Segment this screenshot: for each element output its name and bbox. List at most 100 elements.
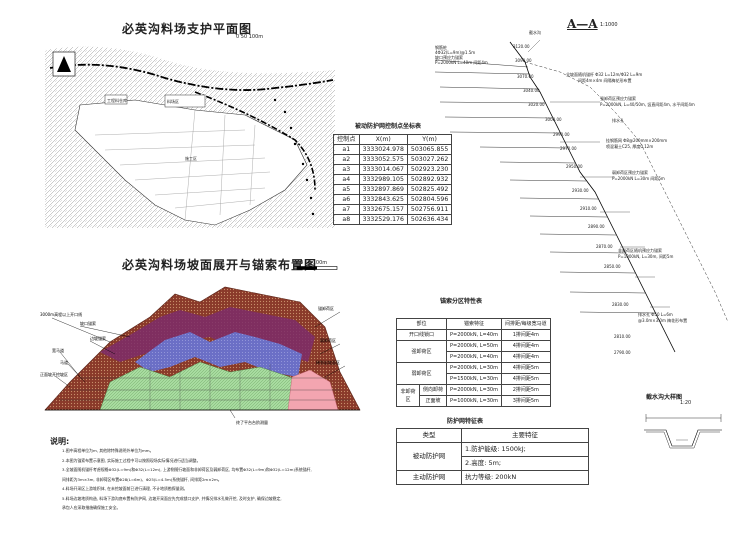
sec-label-top1: 截水沟 <box>529 30 541 35</box>
note-line: 3.全坡面随机锚杆考虑规格Φ32(L=9m)和Φ32(L=12m), 上游侧随行… <box>62 467 312 472</box>
table-cell: 2.高度: 5m; <box>461 456 589 471</box>
table-cell: a2 <box>333 154 360 165</box>
table-cell: a8 <box>333 214 360 225</box>
table-header-row: 部位 锚索特征 间排距/每级宽马道 <box>395 318 551 330</box>
table-cell: 侧向卸荷 <box>418 384 448 396</box>
table-cell: P=1000kN, L=30m <box>446 395 502 407</box>
sec-label-a1: 钢筋桩 <box>435 45 447 50</box>
elev-mark: 2930.00 <box>572 188 589 193</box>
plan-building-label-3: 施工区 <box>185 155 197 161</box>
table-cell: 4排间距5m <box>500 373 551 385</box>
table-cell: 强卸荷区 <box>395 340 448 363</box>
elev-label-l5: 马道 <box>60 359 68 365</box>
note-line: 间排距为3m×3m, 非卸荷区布置Φ28(L=6m)、Φ25(L=4.5m)系统… <box>62 476 222 482</box>
elev-mark: 2890.00 <box>588 224 605 229</box>
sec-label-c1: 强卸荷区预应力锚索 <box>600 96 636 101</box>
table-row: 弱卸荷区 P=2000kN, L=30m 4排间距5m <box>395 362 551 385</box>
plan-building-label-2: 料场区 <box>167 98 179 104</box>
table-row: 强卸荷区 P=2000kN, L=50m 4排间距4m <box>395 340 551 363</box>
sec-label-a3: 坡口预应力锚索 <box>435 55 463 60</box>
ditch-scale: 1:20 <box>680 400 692 406</box>
sec-label-h2: @3.0m×3.0m 梅花形布置 <box>638 318 688 323</box>
table-cell: P=2000kN, L=50m <box>446 340 502 352</box>
elev-mark: 2910.00 <box>580 206 597 211</box>
elev-label-l6: 正面坡开挖坡区 <box>40 371 68 377</box>
elev-diagram: 3000m高程以上开口线 坡口锚索 边坡锚索 宽马道 马道 正面坡开挖坡区 锚卸… <box>40 286 361 425</box>
section-slope-profile <box>509 41 676 353</box>
net-table-caption: 防护网特征表 <box>447 418 484 425</box>
table-cell: 4排间距5m <box>500 362 551 374</box>
sec-label-d1: 排水孔 <box>612 118 624 123</box>
table-header-cell: 主要特征 <box>461 428 589 443</box>
elev-mark: 3120.00 <box>513 44 530 49</box>
sec-label-b2: 间距4m×4m 间隔梅花形布置 <box>578 78 632 83</box>
table-header-cell: 锚索特征 <box>446 318 502 330</box>
elev-mark: 3070.00 <box>517 74 534 79</box>
elev-label-r2: 弱卸荷区 <box>320 337 336 343</box>
table-cell: 抗力等级: 200kN <box>461 470 589 485</box>
table-cell: a3 <box>333 164 360 175</box>
elev-label-l1: 3000m高程以上开口线 <box>40 311 82 317</box>
notes-block: 1.图中高程单位为m, 其他除特殊说明外单位为mm。 2.本图为锚索布置示意图,… <box>62 446 362 513</box>
table-cell: 正面坡 <box>418 395 448 407</box>
table-cell: 弱卸荷区 <box>395 362 448 385</box>
sec-label-h1: 排水孔 Φ50 L=6m <box>638 312 673 317</box>
elev-label-bottom: 终了平台台阶测量 <box>236 419 268 425</box>
north-arrow-icon <box>57 56 71 72</box>
plan-pit-outline <box>74 99 308 226</box>
elev-mark: 2950.00 <box>566 164 583 169</box>
note-line: 1.图中高程单位为m, 其他除特殊说明外单位为mm。 <box>62 448 154 453</box>
section-title: A—A <box>567 17 598 31</box>
sec-label-a2: 4Φ32(L=9m)@1.5m <box>435 50 476 55</box>
plan-map: 工程料仓库 料场区 施工区 <box>45 40 335 228</box>
elev-label-l2: 坡口锚索 <box>80 320 96 326</box>
sec-label-c2: P=2000kN, L=40/50m, 竖直间距4m, 水平间距4m <box>600 102 695 107</box>
elev-label-l4: 宽马道 <box>52 347 64 353</box>
sec-label-f1: 弱卸荷区预应力锚索 <box>612 170 648 175</box>
elev-mark: 2830.00 <box>612 302 629 307</box>
table-cell: 4排间距4m <box>500 351 551 363</box>
net-table: 类型 主要特征 被动防护网 1.防护能级: 1500kJ; 2.高度: 5m; … <box>396 428 589 485</box>
section-scale: 1:1000 <box>600 22 618 28</box>
plan-title: 必英沟料场支护平面图 <box>122 22 253 36</box>
table-cell: a5 <box>333 184 360 195</box>
sec-label-g2: P=1000kN, L=30m, 间距5m <box>618 254 674 259</box>
table-cell: P=2000kN, L=40m <box>446 329 502 341</box>
table-cell: a4 <box>333 174 360 185</box>
elev-mark: 3000.00 <box>545 117 562 122</box>
sec-label-e2: 喷混凝土C25, 厚度0.12m <box>606 144 654 149</box>
table-cell: a1 <box>333 144 360 155</box>
table-cell: 开口线锁口 <box>395 329 448 341</box>
table-header-cell: 间排距/每级宽马道 <box>500 318 551 330</box>
elev-mark: 2870.00 <box>596 244 613 249</box>
anchor-table: 部位 锚索特征 间排距/每级宽马道 开口线锁口 P=2000kN, L=40m … <box>395 318 551 407</box>
elev-mark: 3040.00 <box>523 88 540 93</box>
table-cell: 1排间距4m <box>500 329 551 341</box>
table-cell: P=1500kN, L=30m <box>446 373 502 385</box>
table-cell: 被动防护网 <box>396 442 462 471</box>
table-cell: 非卸荷区 <box>396 384 420 407</box>
sec-label-a4: P=2000kN L=40m 间距4m <box>435 60 488 65</box>
table-cell: 502636.434 <box>406 214 453 225</box>
elev-mark: 2810.00 <box>614 334 631 339</box>
note-line: 5.料场边坡地质构造, 料场下游沟底布置有防护网, 边坡开采面应先完成锁口支护,… <box>62 495 282 501</box>
sec-label-f2: P=2000kN L=30m 间距5m <box>612 176 665 181</box>
sec-label-b1: 全坡面随机锚杆 Φ32 L=12m/Φ32 L=9m <box>566 72 643 77</box>
elev-label-l3: 边坡锚索 <box>90 335 106 341</box>
table-header-row: 类型 主要特征 <box>396 428 589 443</box>
ctrl-table-caption: 被动防护网控制点坐标表 <box>355 123 422 130</box>
section-diagram <box>434 39 729 353</box>
elev-mark: 2790.00 <box>614 350 631 355</box>
elev-mark: 2850.00 <box>604 264 621 269</box>
table-row: 被动防护网 1.防护能级: 1500kJ; <box>396 442 589 471</box>
elev-label-r1: 锚卸荷区 <box>318 305 334 311</box>
plan-boundary-line <box>49 63 334 91</box>
table-row: 非卸荷区 侧向卸荷 P=2000kN, L=30m 2排间距5m <box>396 384 551 407</box>
section-unloading-line <box>524 61 729 323</box>
table-header-cell: 部位 <box>395 318 448 330</box>
anchor-table-caption: 锚索分区特性表 <box>440 298 483 305</box>
elev-scale-bar <box>296 266 338 270</box>
